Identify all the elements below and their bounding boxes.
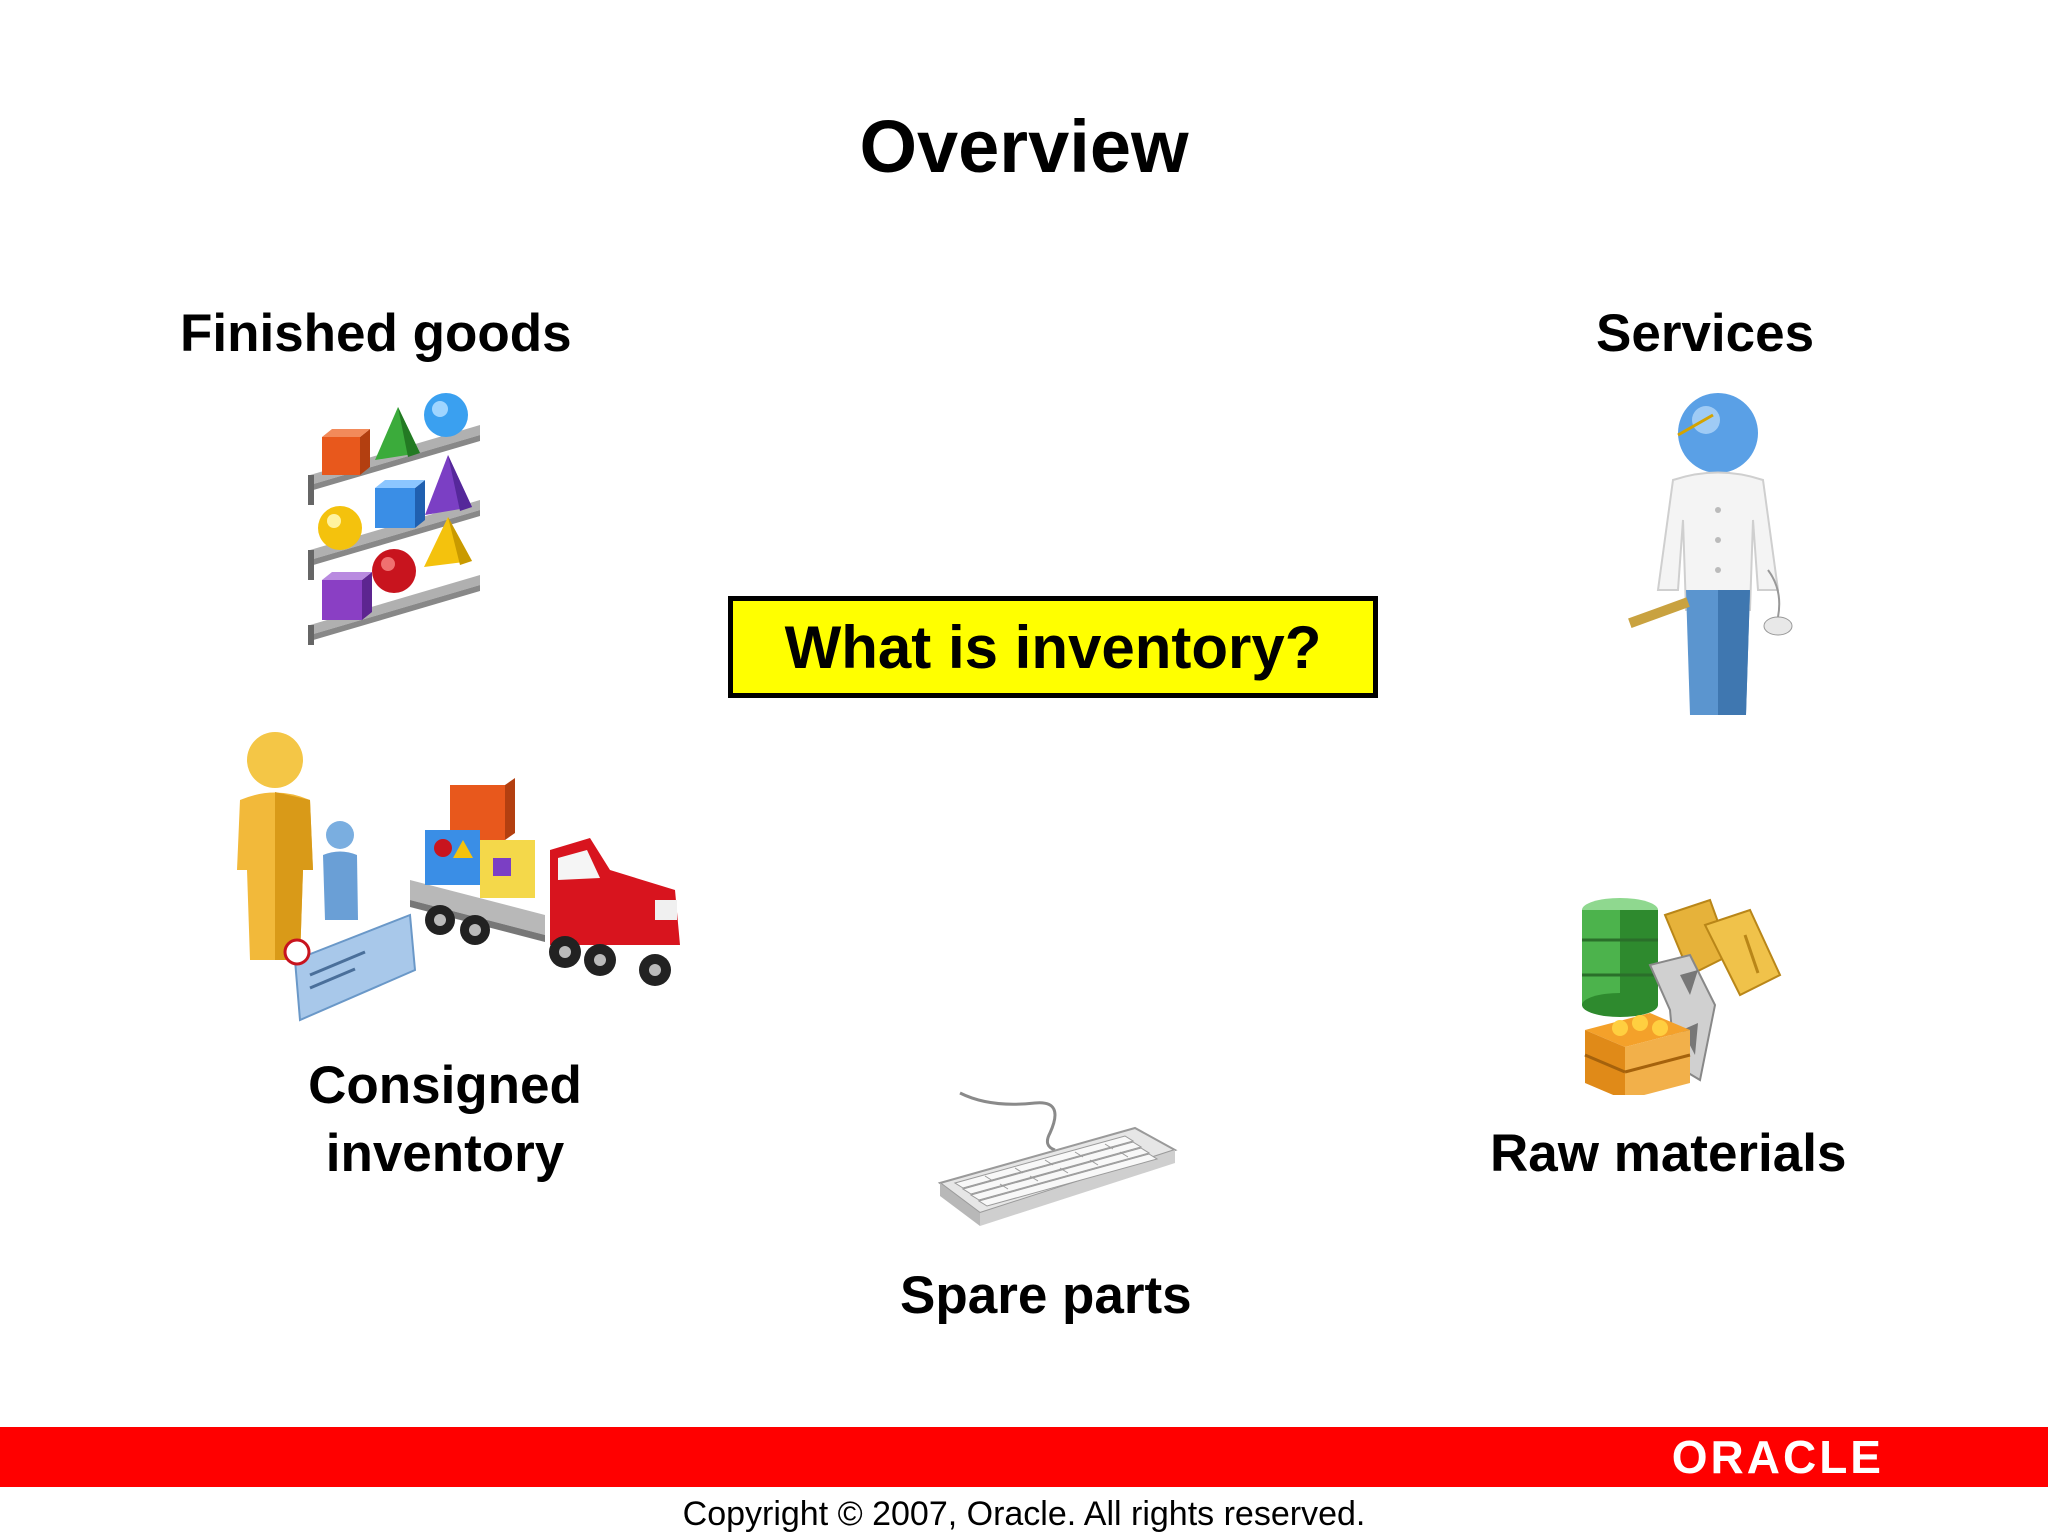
shelves-with-shapes-icon [308,393,480,645]
keyboard-icon [937,1091,1178,1226]
label-raw-materials: Raw materials [1490,1124,1847,1183]
oracle-logo: ORACLE [1671,1431,1884,1483]
label-services: Services [1596,304,1815,363]
copyright-text: Copyright © 2007, Oracle. All rights res… [682,1495,1366,1533]
label-finished-goods: Finished goods [180,304,572,363]
barrel-sacks-crate-icon [1582,898,1782,1095]
person-check-truck-icon [237,732,680,1022]
label-consigned-line2: inventory [325,1124,565,1183]
question-box: What is inventory? [728,596,1378,698]
label-spare-parts: Spare parts [900,1266,1192,1325]
label-consigned-inventory: Consigned inventory [290,1052,600,1188]
service-worker-icon [1628,393,1793,715]
footer-bar [0,1427,2048,1487]
slide-title: Overview [859,105,1189,188]
label-consigned-line1: Consigned [308,1056,582,1115]
